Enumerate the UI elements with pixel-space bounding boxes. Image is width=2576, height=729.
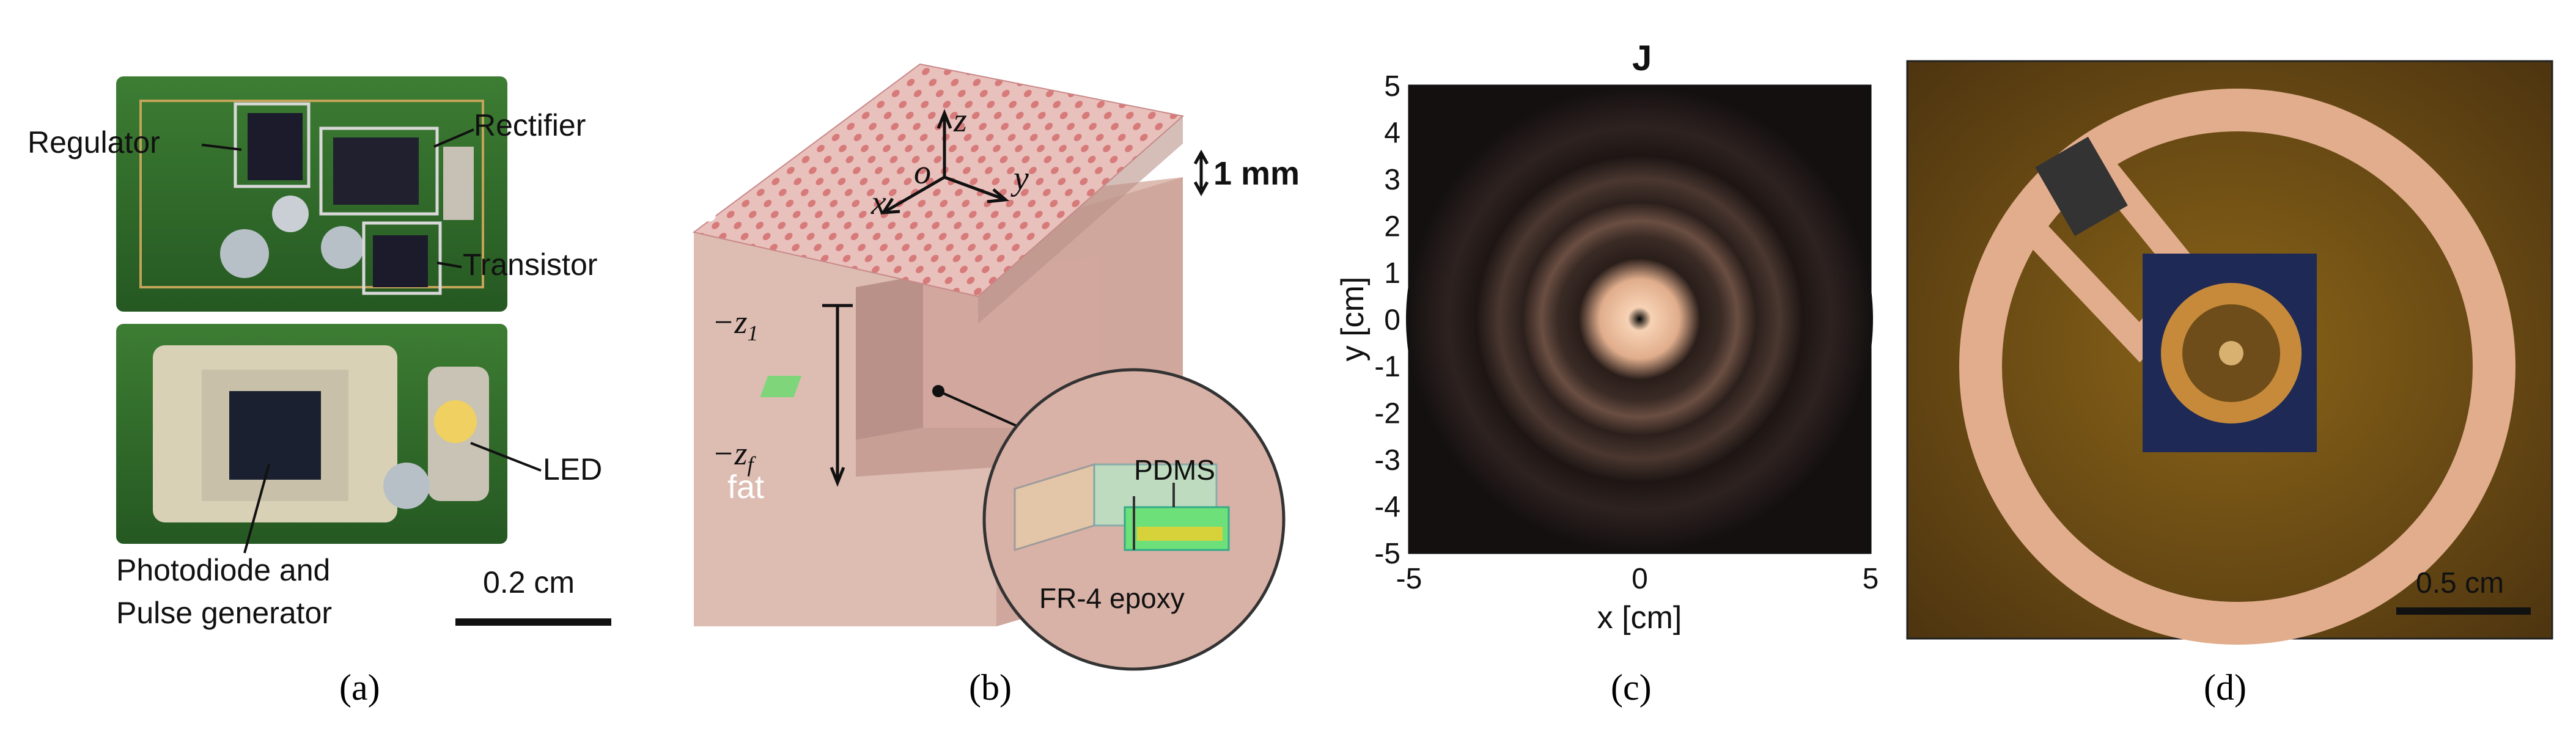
label-pdms: PDMS (1134, 454, 1215, 486)
heatmap-title: J (1632, 38, 1652, 78)
label-rectifier: Rectifier (474, 108, 586, 142)
y-tick-label: -4 (1374, 491, 1400, 524)
label-led: LED (543, 452, 602, 486)
y-axis-label: y [cm] (1335, 277, 1371, 362)
x-axis-label: x [cm] (1597, 600, 1682, 636)
pcb-top-photo (116, 76, 507, 312)
y-tick-label: -1 (1374, 351, 1400, 383)
label-fat: fat (727, 469, 764, 505)
scale-text-d: 0.5 cm (2416, 567, 2504, 599)
transistor-highlight-box (362, 221, 442, 295)
label-sheet-j: J (702, 192, 718, 229)
x-tick-label: 5 (1863, 563, 1879, 595)
label-thickness: 1 mm (1213, 155, 1300, 192)
y-tick-label: 1 (1384, 257, 1400, 290)
axis-label-z: z (953, 101, 967, 139)
y-tick-label: -5 (1374, 538, 1400, 570)
caption-b: (b) (969, 667, 1012, 708)
heatmap-rings (1406, 86, 1873, 552)
label-fr4: FR-4 epoxy (1039, 582, 1185, 614)
label-photodiode-line2: Pulse generator (116, 596, 332, 630)
x-tick-label: 0 (1632, 563, 1648, 595)
implant-zoom-inset (982, 368, 1286, 671)
depth-arrow (822, 304, 853, 487)
y-tick-label: -3 (1374, 444, 1400, 477)
y-tick-labels: 5 4 3 2 1 0 -1 -2 -3 -4 -5 (1374, 70, 1400, 570)
thickness-marker (1193, 149, 1209, 197)
panel-a: Regulator Rectifier Transistor LED Photo… (28, 76, 611, 708)
axis-label-origin: o (914, 153, 931, 191)
label-z1: −z1 (712, 304, 758, 345)
implant-marker (760, 376, 802, 397)
label-regulator: Regulator (28, 125, 160, 159)
panel-d: 0.5 cm (d) (1906, 60, 2553, 708)
y-tick-label: 2 (1384, 211, 1400, 243)
label-photodiode-line1: Photodiode and (116, 553, 330, 587)
heatmap-frame (1408, 84, 1872, 554)
y-tick-label: -2 (1374, 398, 1400, 430)
scale-text-a: 0.2 cm (483, 565, 575, 599)
panel-b: z y x o J 1 mm −z1 −zf fat (692, 63, 1300, 708)
caption-d: (d) (2204, 667, 2247, 708)
caption-a: (a) (339, 667, 380, 708)
caption-c: (c) (1611, 667, 1652, 708)
x-tick-label: -5 (1396, 563, 1422, 595)
y-tick-label: 0 (1384, 304, 1400, 337)
pcb-bottom-photo (116, 324, 507, 544)
y-tick-label: 4 (1384, 117, 1400, 150)
y-tick-label: 5 (1384, 70, 1400, 103)
panel-c: J -5 0 5 5 4 3 2 1 0 -1 -2 -3 -4 -5 x [cm] y [cm] (c… (1335, 38, 1879, 708)
label-zf: −zf (712, 435, 756, 477)
rectifier-highlight-box (319, 126, 439, 216)
y-tick-label: 3 (1384, 164, 1400, 196)
regulator-highlight-box (234, 102, 311, 188)
copper-coil-ring (1959, 89, 2515, 645)
coordinate-axes (880, 109, 1010, 214)
axis-label-y: y (1010, 159, 1029, 197)
label-transistor: Transistor (463, 247, 597, 282)
axis-label-x: x (870, 184, 886, 222)
x-tick-labels: -5 0 5 (1396, 563, 1879, 595)
